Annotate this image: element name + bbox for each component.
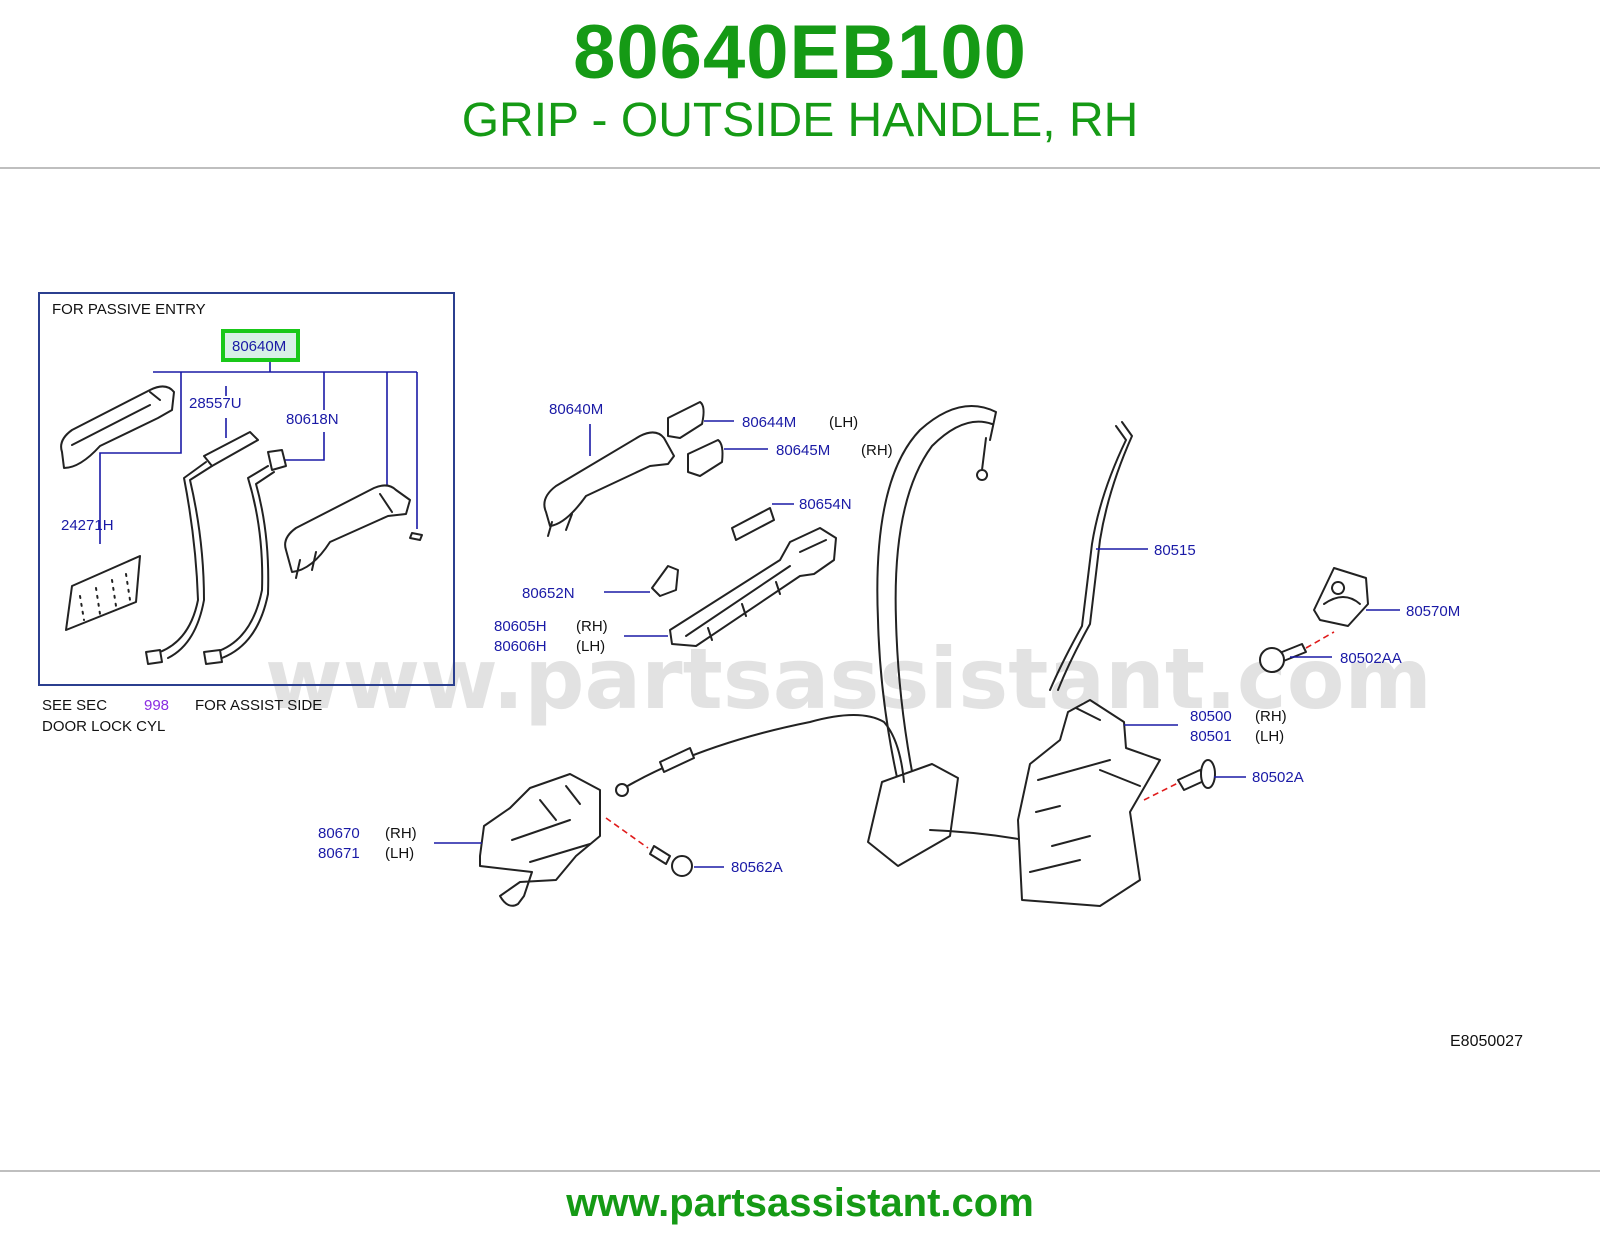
note-see-sec: SEE SEC xyxy=(42,697,107,714)
cable-end-upper xyxy=(976,437,989,481)
inside-cable xyxy=(623,714,1025,841)
inset-sensor-cable xyxy=(215,465,275,659)
label-80605H-side: (RH) xyxy=(576,618,608,635)
highlighted-part-box[interactable] xyxy=(221,329,300,362)
red-leader-80562A xyxy=(605,817,649,849)
label-80562A[interactable]: 80562A xyxy=(731,859,783,876)
part-description: GRIP - OUTSIDE HANDLE, RH xyxy=(461,94,1139,147)
footer-divider xyxy=(0,1170,1600,1172)
label-80640M[interactable]: 80640M xyxy=(549,401,603,418)
handle-bracket-detail xyxy=(685,539,827,641)
inset-title: FOR PASSIVE ENTRY xyxy=(52,301,206,318)
label-80644M-side: (LH) xyxy=(829,414,858,431)
cable-loop xyxy=(876,405,997,783)
handle-bracket-80605H xyxy=(669,527,837,647)
label-80606H-side: (LH) xyxy=(576,638,605,655)
label-80652N[interactable]: 80652N xyxy=(522,585,575,602)
bolt-80502A-head xyxy=(1200,759,1216,789)
inset-handle-detail xyxy=(71,391,161,446)
outside-handle-detail xyxy=(547,513,573,537)
label-80645M-side: (RH) xyxy=(861,442,893,459)
red-leader-80502A xyxy=(1143,781,1181,801)
inset-handle-assembly-detail xyxy=(295,493,393,579)
inset-antenna-cable xyxy=(159,461,213,659)
outside-handle-80640M xyxy=(543,431,675,527)
gasket-80654N xyxy=(731,507,775,541)
label-80501-side: (LH) xyxy=(1255,728,1284,745)
label-80500-side: (RH) xyxy=(1255,708,1287,725)
label-80605H[interactable]: 80605H xyxy=(494,618,547,635)
bolt-80562A xyxy=(649,845,671,865)
label-80500[interactable]: 80500 xyxy=(1190,708,1232,725)
passive-entry-inset: FOR PASSIVE ENTRY 80640M 28557U 80618N 2… xyxy=(38,292,455,686)
bolt-80502AA-head xyxy=(1259,647,1285,673)
label-80670-side: (RH) xyxy=(385,825,417,842)
note-for-assist-side: FOR ASSIST SIDE xyxy=(195,697,322,714)
inset-connector-1 xyxy=(145,649,163,665)
door-lock-actuator-80500 xyxy=(1017,699,1161,907)
cable-bracket xyxy=(867,763,959,867)
watermark-text: www.partsassistant.com xyxy=(265,630,1432,728)
inset-key-card xyxy=(65,555,141,631)
diagram-code: E8050027 xyxy=(1450,1033,1523,1050)
lock-rod-80515 xyxy=(1049,421,1133,691)
handle-cap-80645M xyxy=(687,439,724,477)
label-24271H[interactable]: 24271H xyxy=(61,517,114,534)
red-leader-80502AA xyxy=(1305,631,1335,649)
label-80570M[interactable]: 80570M xyxy=(1406,603,1460,620)
inset-leader-lines xyxy=(99,362,418,544)
inside-handle-80670 xyxy=(479,773,601,907)
note-door-lock-cyl: DOOR LOCK CYL xyxy=(42,718,165,735)
page-header: 80640EB100 GRIP - OUTSIDE HANDLE, RH xyxy=(0,0,1600,168)
door-lock-actuator-detail xyxy=(1029,707,1141,873)
striker-detail xyxy=(1323,581,1361,605)
gasket-80652N xyxy=(651,565,679,597)
bolt-80562A-head xyxy=(671,855,693,877)
label-80670[interactable]: 80670 xyxy=(318,825,360,842)
handle-cap-80644M xyxy=(667,401,705,439)
label-80618N[interactable]: 80618N xyxy=(286,411,339,428)
label-80515[interactable]: 80515 xyxy=(1154,542,1196,559)
label-80654N[interactable]: 80654N xyxy=(799,496,852,513)
label-80640M-highlighted[interactable]: 80640M xyxy=(232,338,286,355)
footer-website-link[interactable]: www.partsassistant.com xyxy=(566,1181,1034,1225)
label-80671-side: (LH) xyxy=(385,845,414,862)
label-80501[interactable]: 80501 xyxy=(1190,728,1232,745)
label-80644M[interactable]: 80644M xyxy=(742,414,796,431)
header-divider xyxy=(0,167,1600,169)
inset-handle-assembly xyxy=(284,484,411,573)
inset-frame xyxy=(38,292,455,686)
label-80671[interactable]: 80671 xyxy=(318,845,360,862)
label-80606H[interactable]: 80606H xyxy=(494,638,547,655)
inside-cable-end xyxy=(615,783,629,797)
inside-handle-detail xyxy=(511,785,591,863)
label-28557U[interactable]: 28557U xyxy=(189,395,242,412)
inset-connector-2 xyxy=(203,649,223,665)
label-80502A[interactable]: 80502A xyxy=(1252,769,1304,786)
inside-cable-sleeve xyxy=(659,747,695,773)
note-sec-998-link[interactable]: 998 xyxy=(144,697,169,714)
part-number-title: 80640EB100 xyxy=(573,10,1027,95)
inset-sensor xyxy=(267,449,287,471)
label-80502AA[interactable]: 80502AA xyxy=(1340,650,1402,667)
label-80645M[interactable]: 80645M xyxy=(776,442,830,459)
inset-antenna xyxy=(203,431,259,467)
inset-screw xyxy=(409,532,423,541)
